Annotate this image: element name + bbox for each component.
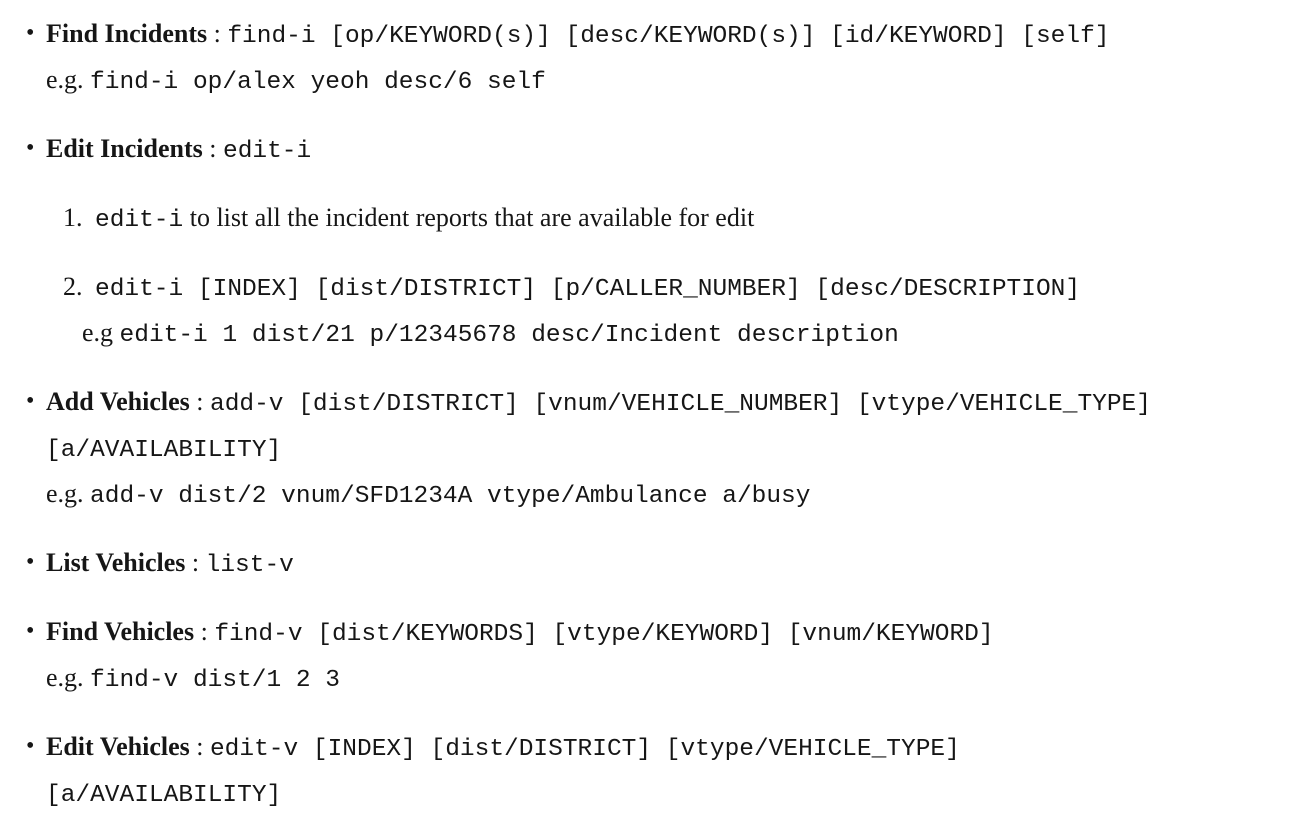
command-line: Edit Vehicles : edit-v [INDEX] [dist/DIS… (46, 725, 1286, 771)
code-text: find-i [op/KEYWORD(s)] [desc/KEYWORD(s)]… (227, 23, 1110, 50)
subcommand-line: edit-i to list all the incident reports … (95, 196, 1286, 242)
code-text: edit-v [INDEX] [dist/DISTRICT] [vtype/VE… (209, 736, 960, 763)
example-line: e.g edit-i 1 dist/21 p/12345678 desc/Inc… (82, 311, 1286, 357)
command-line: List Vehicles : list-v (46, 541, 1286, 587)
command-line: Find Vehicles : find-v [dist/KEYWORDS] [… (46, 610, 1286, 656)
plain-text: : (189, 732, 210, 761)
code-text: [a/AVAILABILITY] (46, 782, 282, 809)
code-text: edit-i 1 dist/21 p/12345678 desc/Inciden… (119, 322, 899, 349)
command-title: List Vehicles (46, 548, 186, 577)
bullet-marker: • (26, 733, 35, 759)
continuation-line: e.g. find-i op/alex yeoh desc/6 self (46, 58, 1286, 104)
plain-text: e.g. (46, 479, 91, 508)
bullet-item-find-vehicles: • Find Vehicles : find-v [dist/KEYWORDS] … (0, 610, 1286, 702)
plain-text: : (189, 387, 210, 416)
numbered-sublist: 1. edit-i to list all the incident report… (46, 196, 1286, 357)
code-text: find-i op/alex yeoh desc/6 self (90, 69, 546, 96)
bullet-item-list-vehicles: • List Vehicles : list-v (0, 541, 1286, 587)
bullet-item-edit-incidents: • Edit Incidents : edit-i 1. edit-i to list… (0, 127, 1286, 357)
continuation-line: [a/AVAILABILITY] (46, 771, 1286, 817)
plain-text: : (185, 548, 206, 577)
bullet-item-edit-vehicles: • Edit Vehicles : edit-v [INDEX] [dist/DI… (0, 725, 1286, 818)
plain-text: e.g (82, 318, 120, 347)
plain-text: to list all the incident reports that ar… (183, 203, 755, 232)
command-list: • Find Incidents : find-i [op/KEYWORD(s)]… (0, 12, 1286, 818)
command-line: Edit Incidents : edit-i (46, 127, 1286, 173)
code-text: find-v dist/1 2 3 (90, 667, 340, 694)
code-text: add-v dist/2 vnum/SFD1234A vtype/Ambulan… (90, 483, 811, 510)
bullet-marker: • (26, 20, 35, 46)
bullet-marker: • (26, 388, 35, 414)
plain-text: : (202, 134, 223, 163)
code-text: find-v [dist/KEYWORDS] [vtype/KEYWORD] [… (214, 621, 994, 648)
continuation-line: e.g. add-v dist/2 vnum/SFD1234A vtype/Am… (46, 472, 1286, 518)
bullet-item-find-incidents: • Find Incidents : find-i [op/KEYWORD(s)]… (0, 12, 1286, 104)
plain-text: e.g. (46, 663, 91, 692)
subcommand-line: edit-i [INDEX] [dist/DISTRICT] [p/CALLER… (95, 265, 1286, 311)
continuation-line: [a/AVAILABILITY] (46, 426, 1286, 472)
numbered-item: 1. edit-i to list all the incident report… (46, 196, 1286, 242)
code-text: edit-i [INDEX] [dist/DISTRICT] [p/CALLER… (95, 276, 1081, 303)
code-text: edit-i (95, 207, 184, 234)
plain-text: : (207, 19, 228, 48)
bullet-marker: • (26, 549, 35, 575)
plain-text: : (194, 617, 215, 646)
command-title: Find Incidents (46, 19, 208, 48)
command-title: Edit Incidents (46, 134, 203, 163)
continuation-line: e.g. find-v dist/1 2 3 (46, 656, 1286, 702)
bullet-marker: • (26, 618, 35, 644)
code-text: [a/AVAILABILITY] (46, 437, 282, 464)
command-title: Find Vehicles (46, 617, 195, 646)
plain-text: e.g. (46, 65, 91, 94)
code-text: list-v (205, 552, 294, 579)
code-text: edit-i (223, 138, 312, 165)
command-line: Add Vehicles : add-v [dist/DISTRICT] [vn… (46, 380, 1286, 426)
numbered-item: 2. edit-i [INDEX] [dist/DISTRICT] [p/CALL… (46, 265, 1286, 357)
number-marker: 1. (63, 203, 83, 232)
number-marker: 2. (63, 272, 83, 301)
bullet-marker: • (26, 135, 35, 161)
code-text: add-v [dist/DISTRICT] [vnum/VEHICLE_NUMB… (210, 391, 1151, 418)
command-line: Find Incidents : find-i [op/KEYWORD(s)] … (46, 12, 1286, 58)
command-title: Edit Vehicles (46, 732, 190, 761)
command-title: Add Vehicles (46, 387, 190, 416)
bullet-item-add-vehicles: • Add Vehicles : add-v [dist/DISTRICT] [v… (0, 380, 1286, 518)
